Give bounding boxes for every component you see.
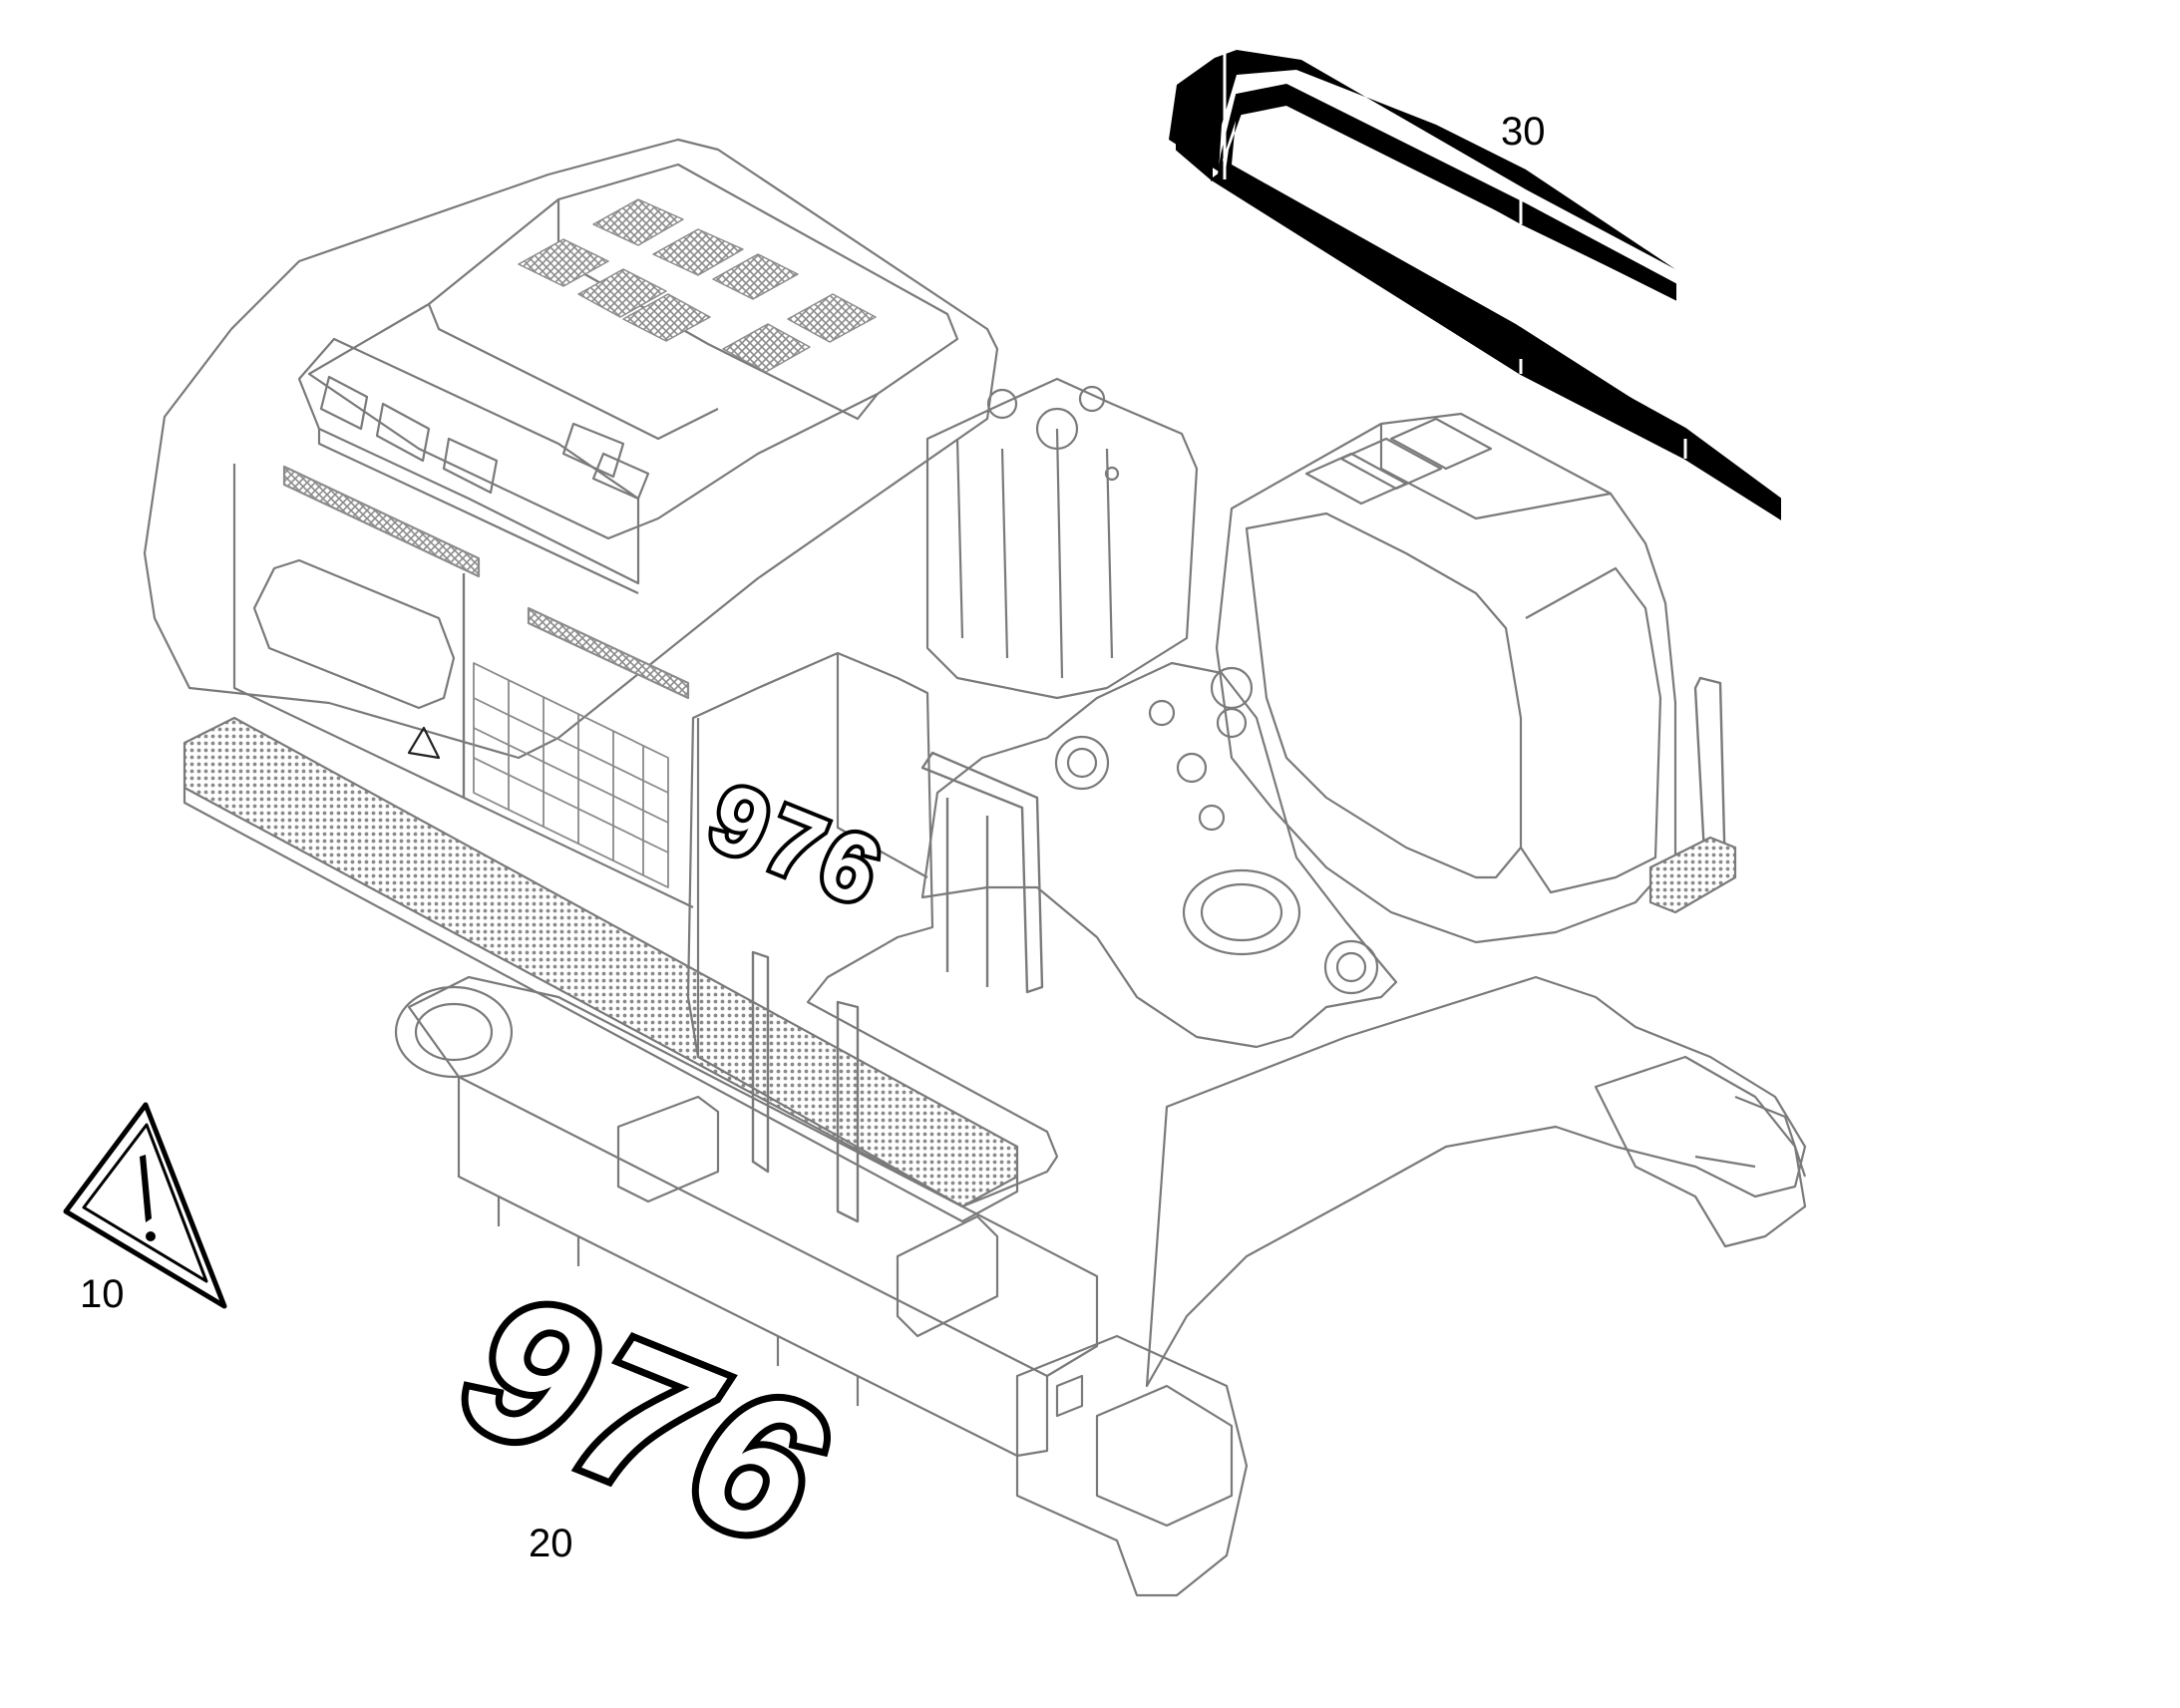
callout-30: 30: [1501, 110, 1546, 154]
cab-windshield: [1245, 512, 1523, 879]
engine-hood-left-panel: [297, 337, 640, 585]
warning-triangle-decal: [63, 1102, 227, 1309]
right-track-frame: [1145, 975, 1807, 1388]
rear-cover: [686, 651, 1059, 1208]
walkway-step: [182, 716, 1019, 1208]
machine-model-label: 976: [695, 763, 900, 928]
housing-warning-triangle: [407, 726, 441, 760]
left-idler-wheel: [394, 985, 514, 1079]
cab-stripe-decal: [1169, 50, 1781, 520]
operator-cab: [1215, 412, 1677, 944]
side-door-panel: [252, 558, 456, 710]
radiator-grille: [473, 662, 669, 888]
slewing-ring: [1182, 868, 1301, 956]
valve-block: [925, 377, 1199, 700]
callout-20: 20: [529, 1522, 573, 1565]
callout-10: 10: [80, 1272, 125, 1316]
cab-step-platform: [1648, 836, 1737, 914]
decal-20-text: 976: [438, 1249, 858, 1591]
cab-roof-vents: [1304, 417, 1493, 506]
hood-vents: [319, 375, 650, 501]
hood-grilles: [518, 198, 877, 373]
counterweight-housing: [143, 138, 999, 760]
model-number-decal: 976: [431, 1242, 865, 1598]
excavator-upper-carriage-drawing: [143, 138, 1807, 1597]
machine-side-lettering: 976: [691, 759, 904, 932]
boom-mount: [920, 661, 1398, 1049]
left-track-frame: [407, 975, 1099, 1378]
side-grating: [282, 465, 481, 578]
engine-hood-top: [307, 163, 959, 540]
